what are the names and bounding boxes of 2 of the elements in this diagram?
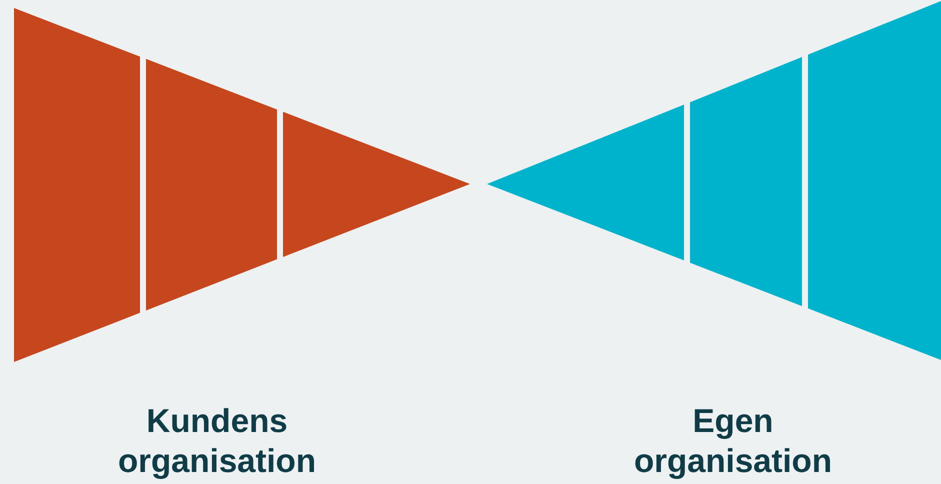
caption: Kundens organisation (116, 401, 318, 481)
caption: Egen organisation (632, 401, 834, 481)
